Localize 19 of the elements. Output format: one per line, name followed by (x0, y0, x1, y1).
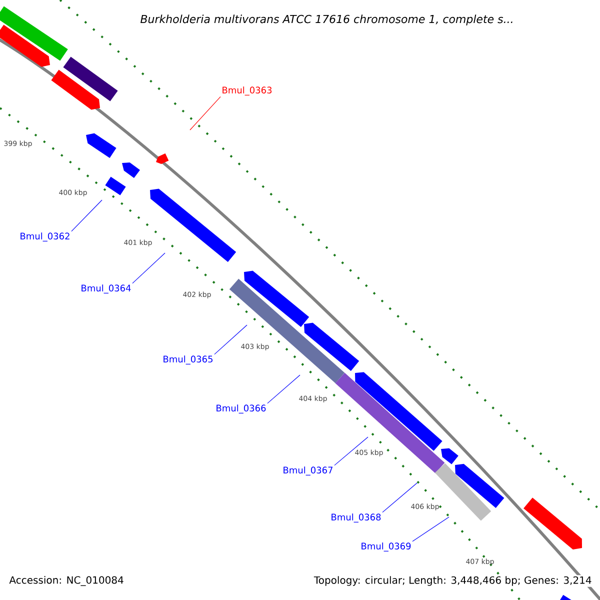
leader-line (214, 324, 248, 355)
gene-label: Bmul_0363 (222, 86, 272, 96)
gene-label: Bmul_0364 (82, 284, 131, 294)
title: Burkholderia multivorans ATCC 17616 chromosome 1, complete s... (140, 14, 512, 26)
leader-line (71, 200, 102, 232)
gene-label: Bmul_0366 (216, 404, 266, 414)
summary-text: Topology: circular; Length: 3,448,466 bp; Genes: 3,214 (312, 575, 593, 587)
leader-line (132, 252, 166, 284)
gene-label: Bmul_0362 (20, 232, 70, 242)
leader-line (412, 516, 450, 542)
leader-line (267, 374, 300, 404)
gene-label: Bmul_0365 (164, 356, 212, 364)
leader-line (382, 482, 418, 513)
accession-text: Accession: NC_010084 (9, 576, 124, 586)
gene-label: Bmul_0367 (284, 466, 332, 476)
gene-label: Bmul_0368 (332, 514, 381, 522)
leader-line (190, 96, 221, 130)
gene-label: Bmul_0369 (362, 542, 411, 552)
leader-line (334, 436, 368, 466)
